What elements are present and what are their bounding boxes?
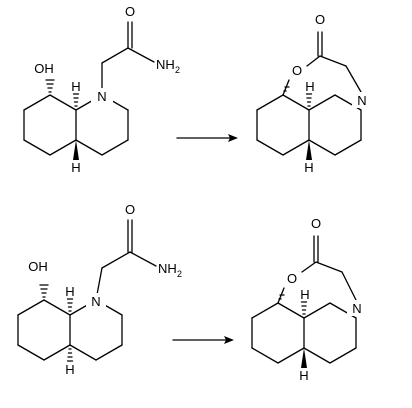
stereo-h-top: H [300,287,309,302]
carbonyl-oxygen: O [125,4,135,19]
reaction-2-reactant: N OH H H O NH 2 [17,202,182,377]
hydroxyl-label: OH [28,259,48,274]
hashed-bond [39,284,49,298]
wedge-bond [301,348,307,368]
ring-nitrogen: N [91,294,100,309]
wedge-bond [73,140,79,160]
stereo-h-top: H [305,79,314,94]
stereo-h-bottom: H [299,368,308,383]
hashed-bond [300,301,308,315]
hashed-bond [305,93,313,107]
hashed-bond [278,294,285,300]
amide-nh: NH [158,261,177,276]
ring-oxygen: O [287,271,297,286]
reaction-2-product: N O O H H [251,216,367,383]
hashed-bond [45,79,55,93]
hashed-bond [283,86,290,92]
reaction-arrow-1 [176,134,238,142]
hashed-bond [66,298,74,312]
hashed-bond [66,348,74,362]
ring-nitrogen: N [352,301,361,316]
carbonyl-oxygen: O [125,202,135,217]
carbonyl-oxygen: O [311,216,321,231]
amide-nh-subscript: 2 [177,269,182,279]
hashed-bond [72,93,80,107]
reaction-arrow-2 [172,336,234,344]
reaction-1-reactant: N OH H H O NH 2 [23,4,180,175]
carbonyl-oxygen: O [315,12,325,27]
stereo-h-top: H [71,79,80,94]
wedge-bond [306,140,312,160]
stereo-h-bottom: H [71,160,80,175]
amide-nh: NH [156,57,175,72]
ring-nitrogen: N [97,89,106,104]
hydroxyl-label: OH [34,61,54,76]
ring-oxygen: O [292,63,302,78]
stereo-h-bottom: H [65,362,74,377]
stereo-h-top: H [65,284,74,299]
ring-nitrogen: N [357,93,366,108]
amide-nh-subscript: 2 [175,65,180,75]
stereo-h-bottom: H [304,160,313,175]
reaction-1-product: N O O H H [256,12,372,175]
